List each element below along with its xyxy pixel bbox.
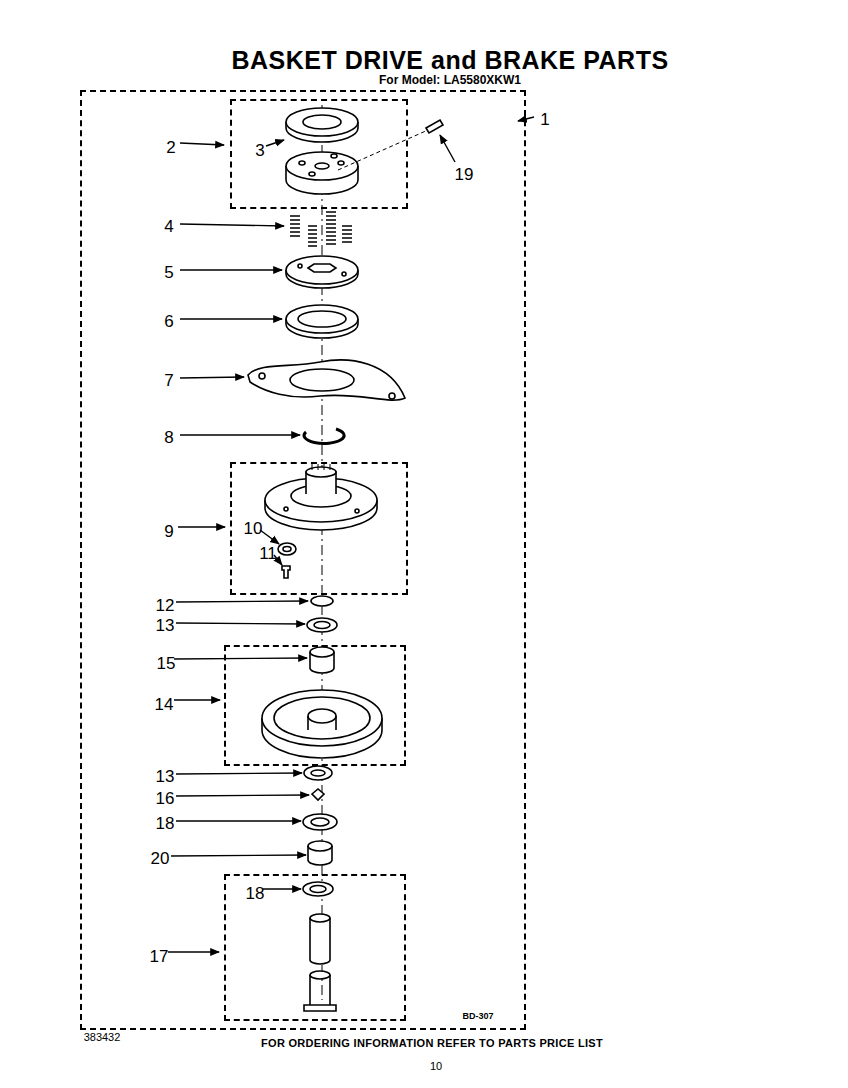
callout-number: 2: [166, 139, 175, 156]
callout-number: 18: [156, 815, 175, 832]
pulley: [262, 647, 382, 758]
brake-hub: [265, 464, 377, 530]
callout-number: 3: [255, 142, 264, 159]
subassembly-outline: 1817: [224, 874, 406, 1021]
callout-number: 20: [151, 850, 170, 867]
callout-number: 4: [164, 218, 173, 235]
callout-number: 15: [157, 655, 176, 672]
callout-number: 13: [156, 617, 175, 634]
callout-number: 19: [455, 166, 474, 183]
callout-number: 16: [156, 790, 175, 807]
callout-number: 13: [156, 768, 175, 785]
callout-number: 10: [244, 520, 263, 537]
caption: FOR ORDERING INFORMATION REFER TO PARTS …: [261, 1038, 603, 1049]
brake-bracket: [248, 360, 405, 400]
callout-number: 9: [164, 523, 173, 540]
callout-number: 18: [246, 885, 265, 902]
subassembly-outline: 23: [230, 99, 408, 209]
lower-parts: [303, 766, 337, 896]
subassembly-outline: 91011: [230, 462, 408, 595]
model-label: For Model: LA5580XKW1: [379, 74, 521, 86]
diagram-title: BASKET DRIVE and BRAKE PARTS: [231, 48, 668, 73]
callout-number: 5: [164, 264, 173, 281]
callout-number: 7: [164, 372, 173, 389]
drawing-number: 383432: [84, 1032, 121, 1043]
pin: [426, 120, 443, 133]
drive-tube: [304, 914, 336, 1011]
assembly-outline: 11945678121313161820BD-30723910111514181…: [80, 90, 526, 1030]
brake-ring: [286, 108, 358, 142]
callout-number: 17: [150, 948, 169, 965]
page-number: 10: [430, 1061, 442, 1072]
callout-number: 6: [164, 313, 173, 330]
spring-plate: [286, 256, 358, 288]
washers: [307, 596, 337, 632]
subassembly-outline: 1514: [224, 645, 406, 766]
leader-lines: [168, 117, 534, 952]
bearing-and-screw: [278, 543, 296, 578]
callout-number: 14: [155, 696, 174, 713]
callout-number: 1: [540, 111, 549, 128]
callout-number: 12: [156, 597, 175, 614]
springs: [290, 212, 352, 246]
retaining-ring: [304, 429, 344, 443]
drawing-code: BD-307: [462, 1012, 493, 1021]
callout-number: 8: [164, 429, 173, 446]
callout-number: 11: [259, 545, 277, 562]
brake-lining: [286, 305, 358, 338]
